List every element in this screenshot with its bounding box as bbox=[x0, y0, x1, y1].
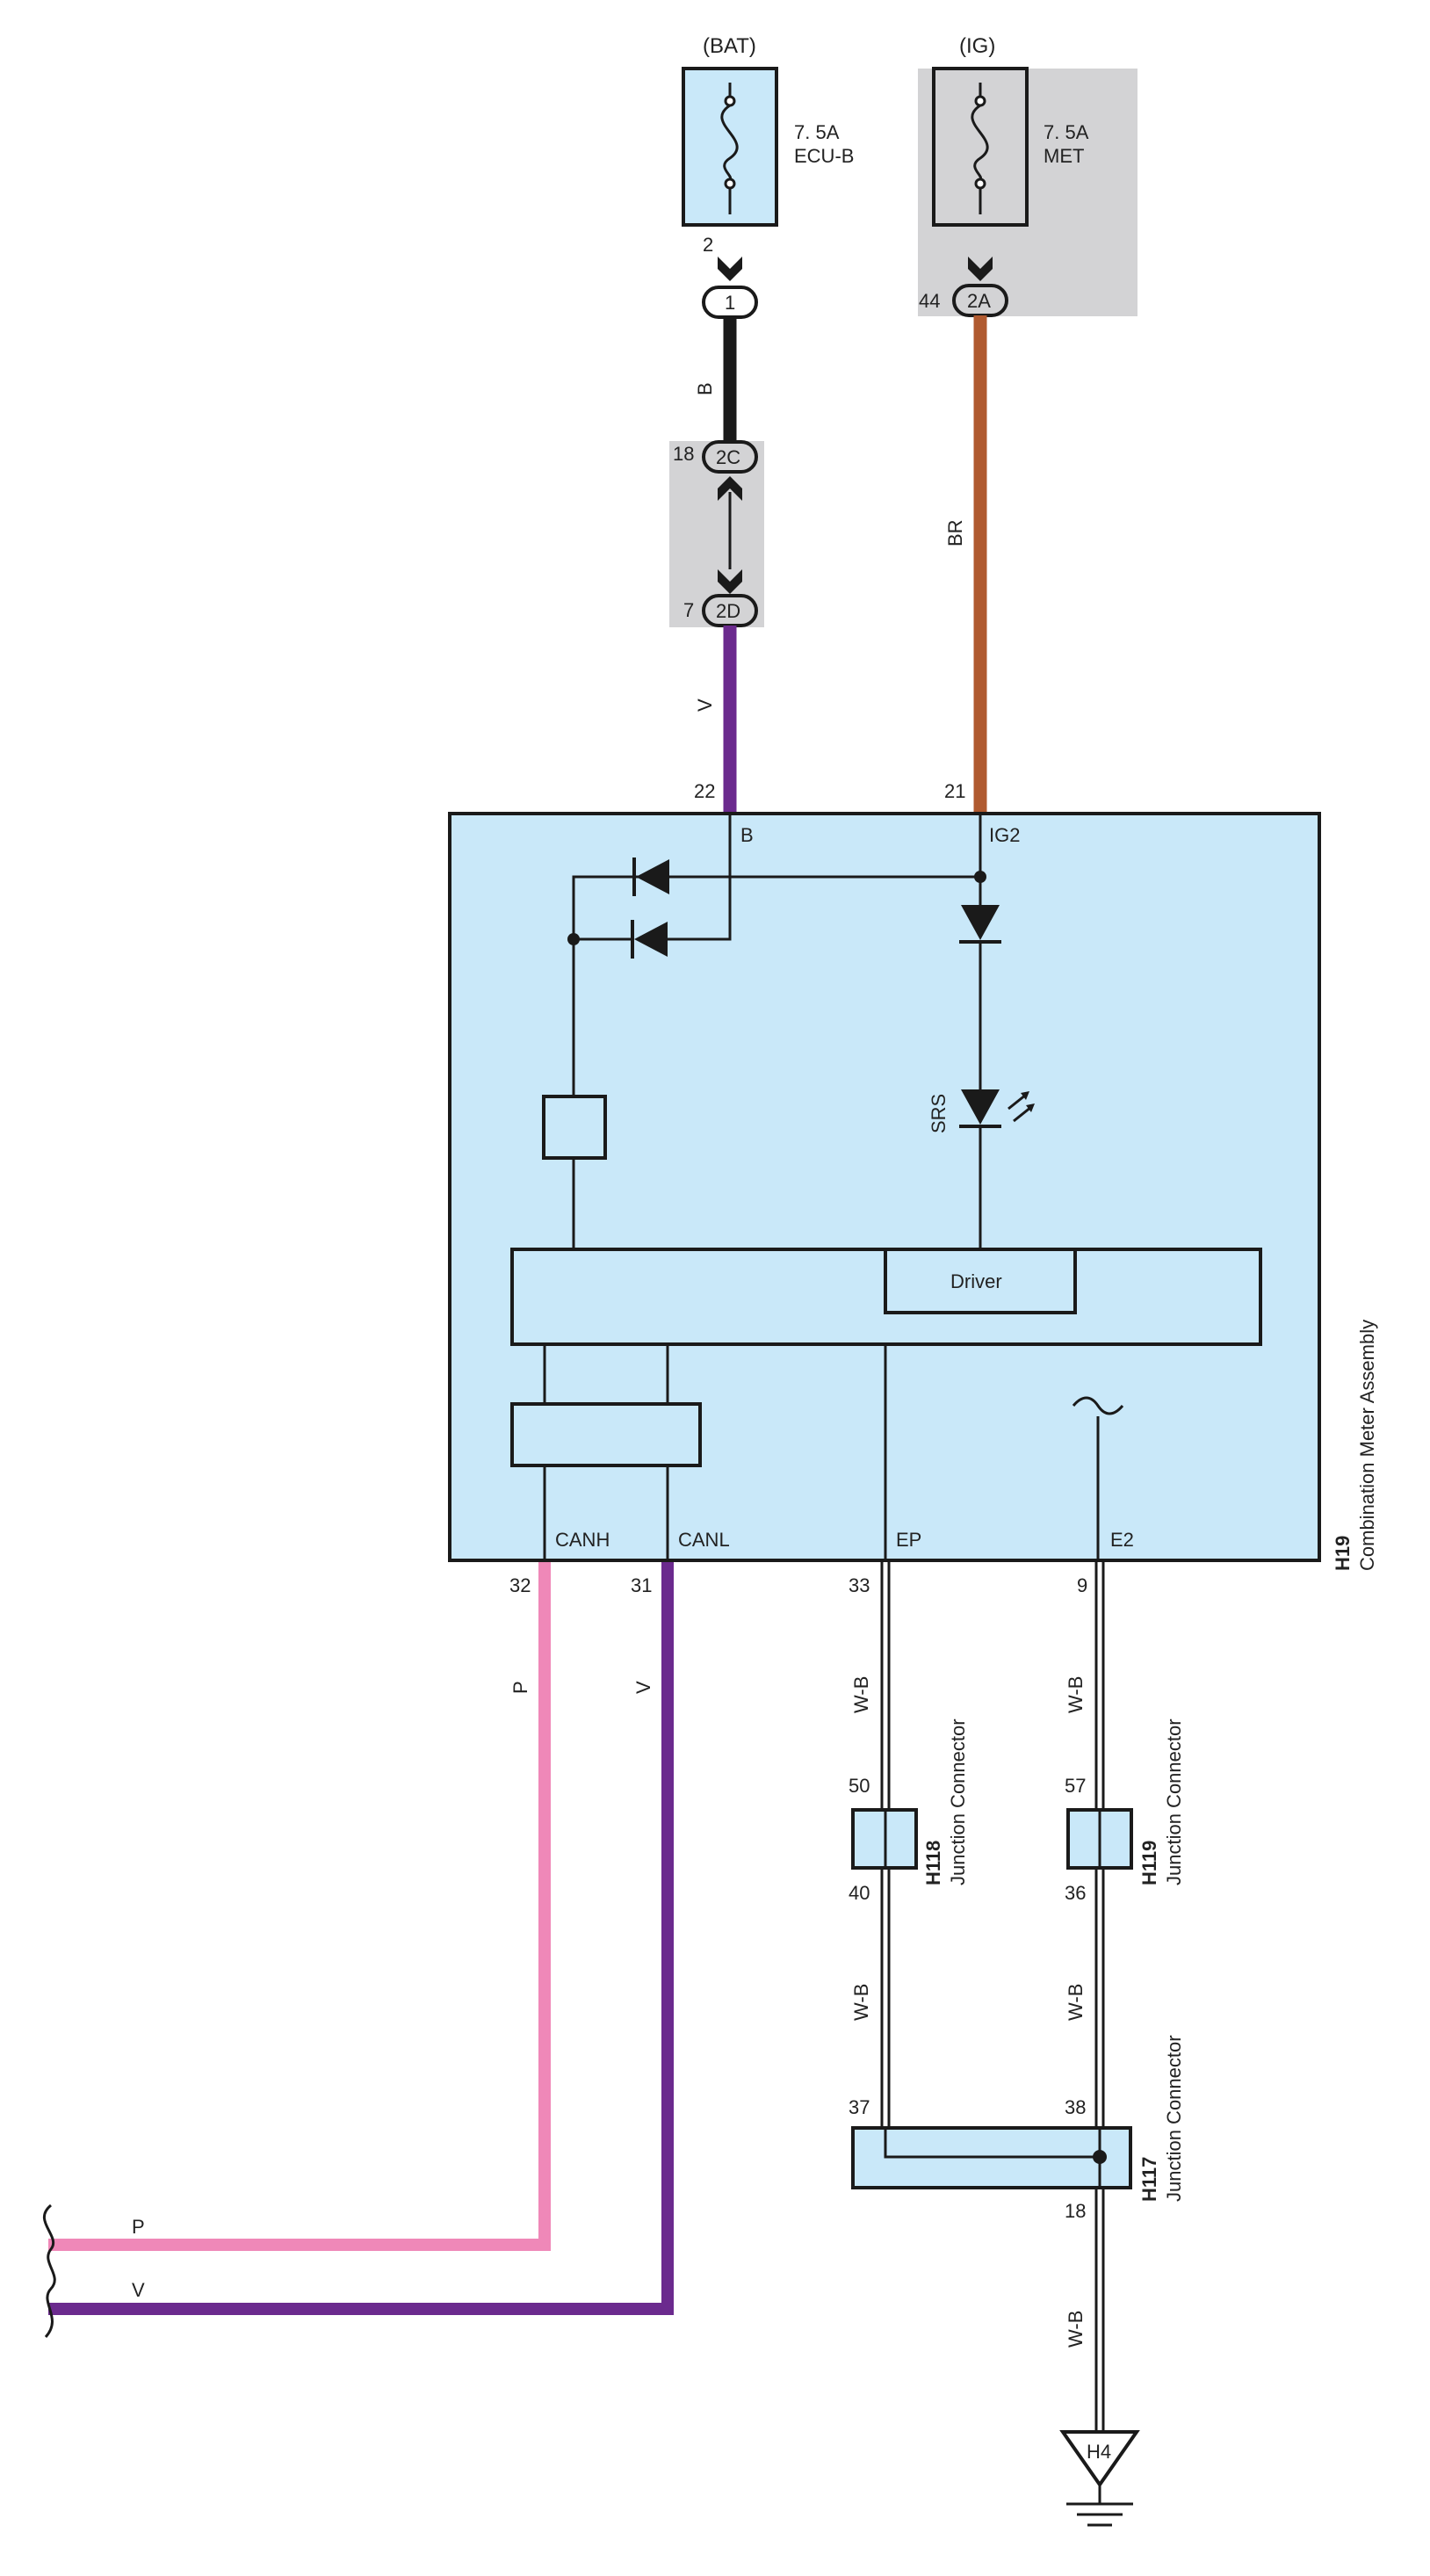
bat-fuse-terminal-bottom bbox=[724, 177, 736, 190]
wire-br-label: BR bbox=[944, 519, 966, 546]
srs-label: SRS bbox=[928, 1094, 950, 1133]
meter-code: H19 bbox=[1332, 1536, 1354, 1571]
wire-wb-4-label: W-B bbox=[1065, 1984, 1087, 2021]
h117-name: Junction Connector bbox=[1163, 2035, 1185, 2202]
wire-p-left-label: P bbox=[132, 2216, 145, 2238]
pin-44-label: 44 bbox=[919, 290, 940, 312]
junction-dot-diodes bbox=[567, 933, 580, 945]
wire-v-lower-label: V bbox=[632, 1681, 654, 1694]
pin-7-label: 7 bbox=[683, 599, 694, 621]
diode-ig2-icon bbox=[959, 905, 1001, 944]
connector-2c-label: 2C bbox=[716, 446, 740, 468]
driver-block bbox=[884, 1248, 1077, 1314]
bat-fuse-element-icon bbox=[720, 104, 739, 181]
ig-supply-label: (IG) bbox=[959, 34, 995, 58]
h117-pin-out: 18 bbox=[1065, 2200, 1086, 2222]
wire-break-icon bbox=[43, 2203, 56, 2339]
wire-wb-1-label: W-B bbox=[850, 1676, 872, 1713]
connector-2c bbox=[702, 440, 758, 474]
connector-1-label: 1 bbox=[725, 292, 735, 314]
h118-name: Junction Connector bbox=[947, 1719, 969, 1885]
h117-pin-left: 37 bbox=[849, 2096, 870, 2118]
bat-fuse-terminal-top bbox=[724, 95, 736, 107]
wire-p-can bbox=[48, 1562, 551, 2251]
ig-fuse-terminal-top bbox=[974, 95, 986, 107]
ground-h4-label: H4 bbox=[1087, 2441, 1111, 2463]
ig-fuse-rating: 7. 5A bbox=[1044, 121, 1089, 143]
ig-fuse-element-icon bbox=[971, 104, 989, 181]
meter-terminal-e2: E2 bbox=[1110, 1529, 1134, 1551]
arrow-pin-44-icon bbox=[968, 257, 993, 281]
junction-dot-ig2 bbox=[974, 871, 986, 883]
arrow-2c-icon bbox=[718, 476, 742, 501]
connector-2d-label: 2D bbox=[716, 600, 740, 622]
bat-supply-label: (BAT) bbox=[703, 34, 756, 58]
meter-pin-22: 22 bbox=[694, 780, 715, 802]
h117-code: H117 bbox=[1138, 2157, 1160, 2202]
h119-pin-bottom: 36 bbox=[1065, 1882, 1086, 1904]
ig-fuse-box bbox=[932, 67, 1029, 227]
wire-wb-3-label: W-B bbox=[850, 1984, 872, 2021]
meter-pin-21: 21 bbox=[944, 780, 965, 802]
meter-pin-33: 33 bbox=[849, 1574, 870, 1596]
h118-code: H118 bbox=[922, 1841, 944, 1885]
meter-pin-32: 32 bbox=[509, 1574, 531, 1596]
meter-pin-9: 9 bbox=[1077, 1574, 1087, 1596]
h119-name: Junction Connector bbox=[1163, 1719, 1185, 1885]
meter-terminal-ig2: IG2 bbox=[989, 824, 1020, 846]
can-transceiver-block bbox=[510, 1402, 702, 1467]
ground-h4-icon bbox=[1059, 2430, 1140, 2527]
wire-v-upper-label: V bbox=[694, 698, 716, 712]
h118-pin-bottom: 40 bbox=[849, 1882, 870, 1904]
meter-terminal-canh: CANH bbox=[555, 1529, 610, 1551]
meter-name: Combination Meter Assembly bbox=[1356, 1320, 1378, 1571]
diode-lower-icon bbox=[631, 920, 668, 959]
wire-wb-2-label: W-B bbox=[1065, 1676, 1087, 1713]
meter-pin-31: 31 bbox=[631, 1574, 652, 1596]
wire-wb-5-label: W-B bbox=[1065, 2311, 1087, 2348]
driver-label: Driver bbox=[950, 1270, 1002, 1292]
meter-terminal-canl: CANL bbox=[678, 1529, 730, 1551]
pin-18-label: 18 bbox=[673, 443, 694, 465]
wire-p-lower-label: P bbox=[509, 1681, 531, 1694]
h117-pin-right: 38 bbox=[1065, 2096, 1086, 2118]
h118-pin-top: 50 bbox=[849, 1775, 870, 1797]
srs-led-icon bbox=[959, 1089, 1035, 1128]
wire-b-label: B bbox=[694, 382, 716, 395]
meter-terminal-ep: EP bbox=[896, 1529, 921, 1551]
meter-component-square bbox=[542, 1095, 607, 1160]
h119-pin-top: 57 bbox=[1065, 1775, 1086, 1797]
pin-2-label: 2 bbox=[703, 234, 713, 256]
diode-upper-icon bbox=[632, 857, 669, 896]
wire-v-left-label: V bbox=[132, 2279, 145, 2301]
connector-2a-label: 2A bbox=[967, 290, 991, 312]
h117-junction-dot bbox=[1093, 2150, 1107, 2164]
bat-fuse-name: ECU-B bbox=[794, 145, 854, 167]
arrow-2d-icon bbox=[718, 569, 742, 594]
ig-fuse-terminal-bottom bbox=[974, 177, 986, 190]
h119-code: H119 bbox=[1138, 1841, 1160, 1885]
arrow-pin-2-icon bbox=[718, 257, 742, 281]
wire-v-can bbox=[48, 1562, 674, 2315]
bat-fuse-rating: 7. 5A bbox=[794, 121, 840, 143]
meter-terminal-b: B bbox=[740, 824, 754, 846]
ig-fuse-name: MET bbox=[1044, 145, 1084, 167]
